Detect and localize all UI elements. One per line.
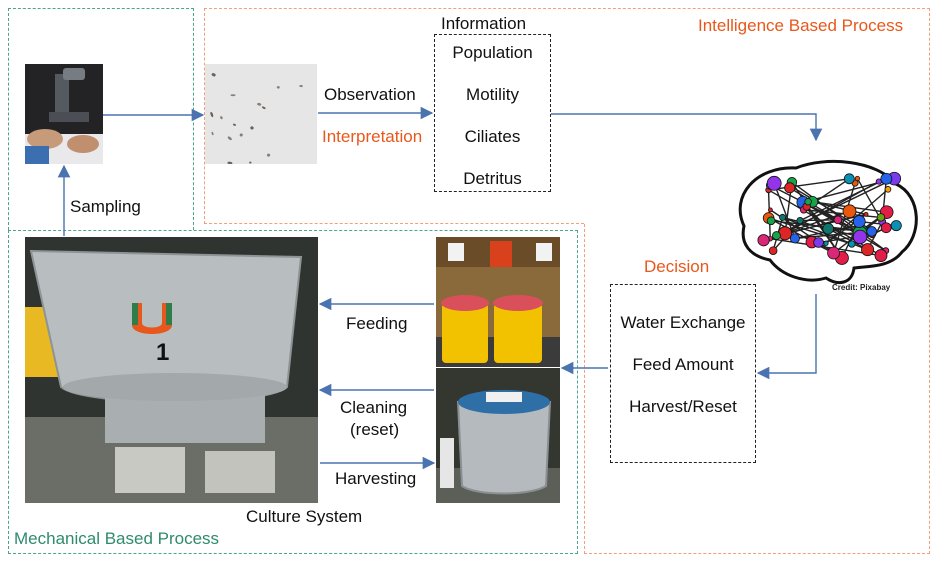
intelligence-region-divider [204, 223, 584, 224]
cleaning-tank-photo [436, 368, 560, 503]
intelligence-region [204, 8, 930, 224]
cleaning-reset-label: (reset) [350, 420, 400, 439]
interpretation-label: Interpretation [322, 127, 423, 146]
sampling-label: Sampling [70, 197, 141, 216]
credit-text: Credit: Pixabay [832, 283, 891, 292]
decision-item: Feed Amount [632, 355, 734, 374]
mechanical-region-lower [8, 230, 578, 554]
intelligence-region-lower [584, 224, 930, 554]
information-item: Detritus [463, 169, 522, 188]
information-item: Ciliates [464, 127, 521, 146]
feeders-photo [436, 237, 560, 367]
decision-item: Water Exchange [620, 313, 746, 332]
culture-system-label: Culture System [246, 507, 363, 526]
harvesting-label: Harvesting [335, 469, 417, 488]
information-to-brain-arrow [551, 113, 823, 142]
tank-number: 1 [156, 339, 170, 366]
information-item: Motility [466, 85, 519, 104]
brain-to-decision-arrow [756, 294, 817, 380]
information-item: Population [452, 43, 533, 62]
culture-tank-photo: 1 [25, 237, 318, 503]
microscope-photo [25, 64, 103, 164]
brain-network-image [726, 156, 924, 292]
intelligence-region-title: Intelligence Based Process [698, 16, 904, 35]
microscopy-sample-photo [205, 64, 317, 164]
decision-title: Decision [644, 257, 710, 276]
information-box: Population Motility Ciliates Detritus [434, 34, 551, 192]
decision-item: Harvest/Reset [629, 397, 737, 416]
information-title: Information [441, 14, 527, 33]
mechanical-region-title: Mechanical Based Process [14, 529, 220, 548]
feeding-label: Feeding [346, 314, 408, 333]
cleaning-label: Cleaning [340, 398, 408, 417]
decision-box: Water Exchange Feed Amount Harvest/Reset [610, 284, 756, 463]
observation-label: Observation [324, 85, 416, 104]
